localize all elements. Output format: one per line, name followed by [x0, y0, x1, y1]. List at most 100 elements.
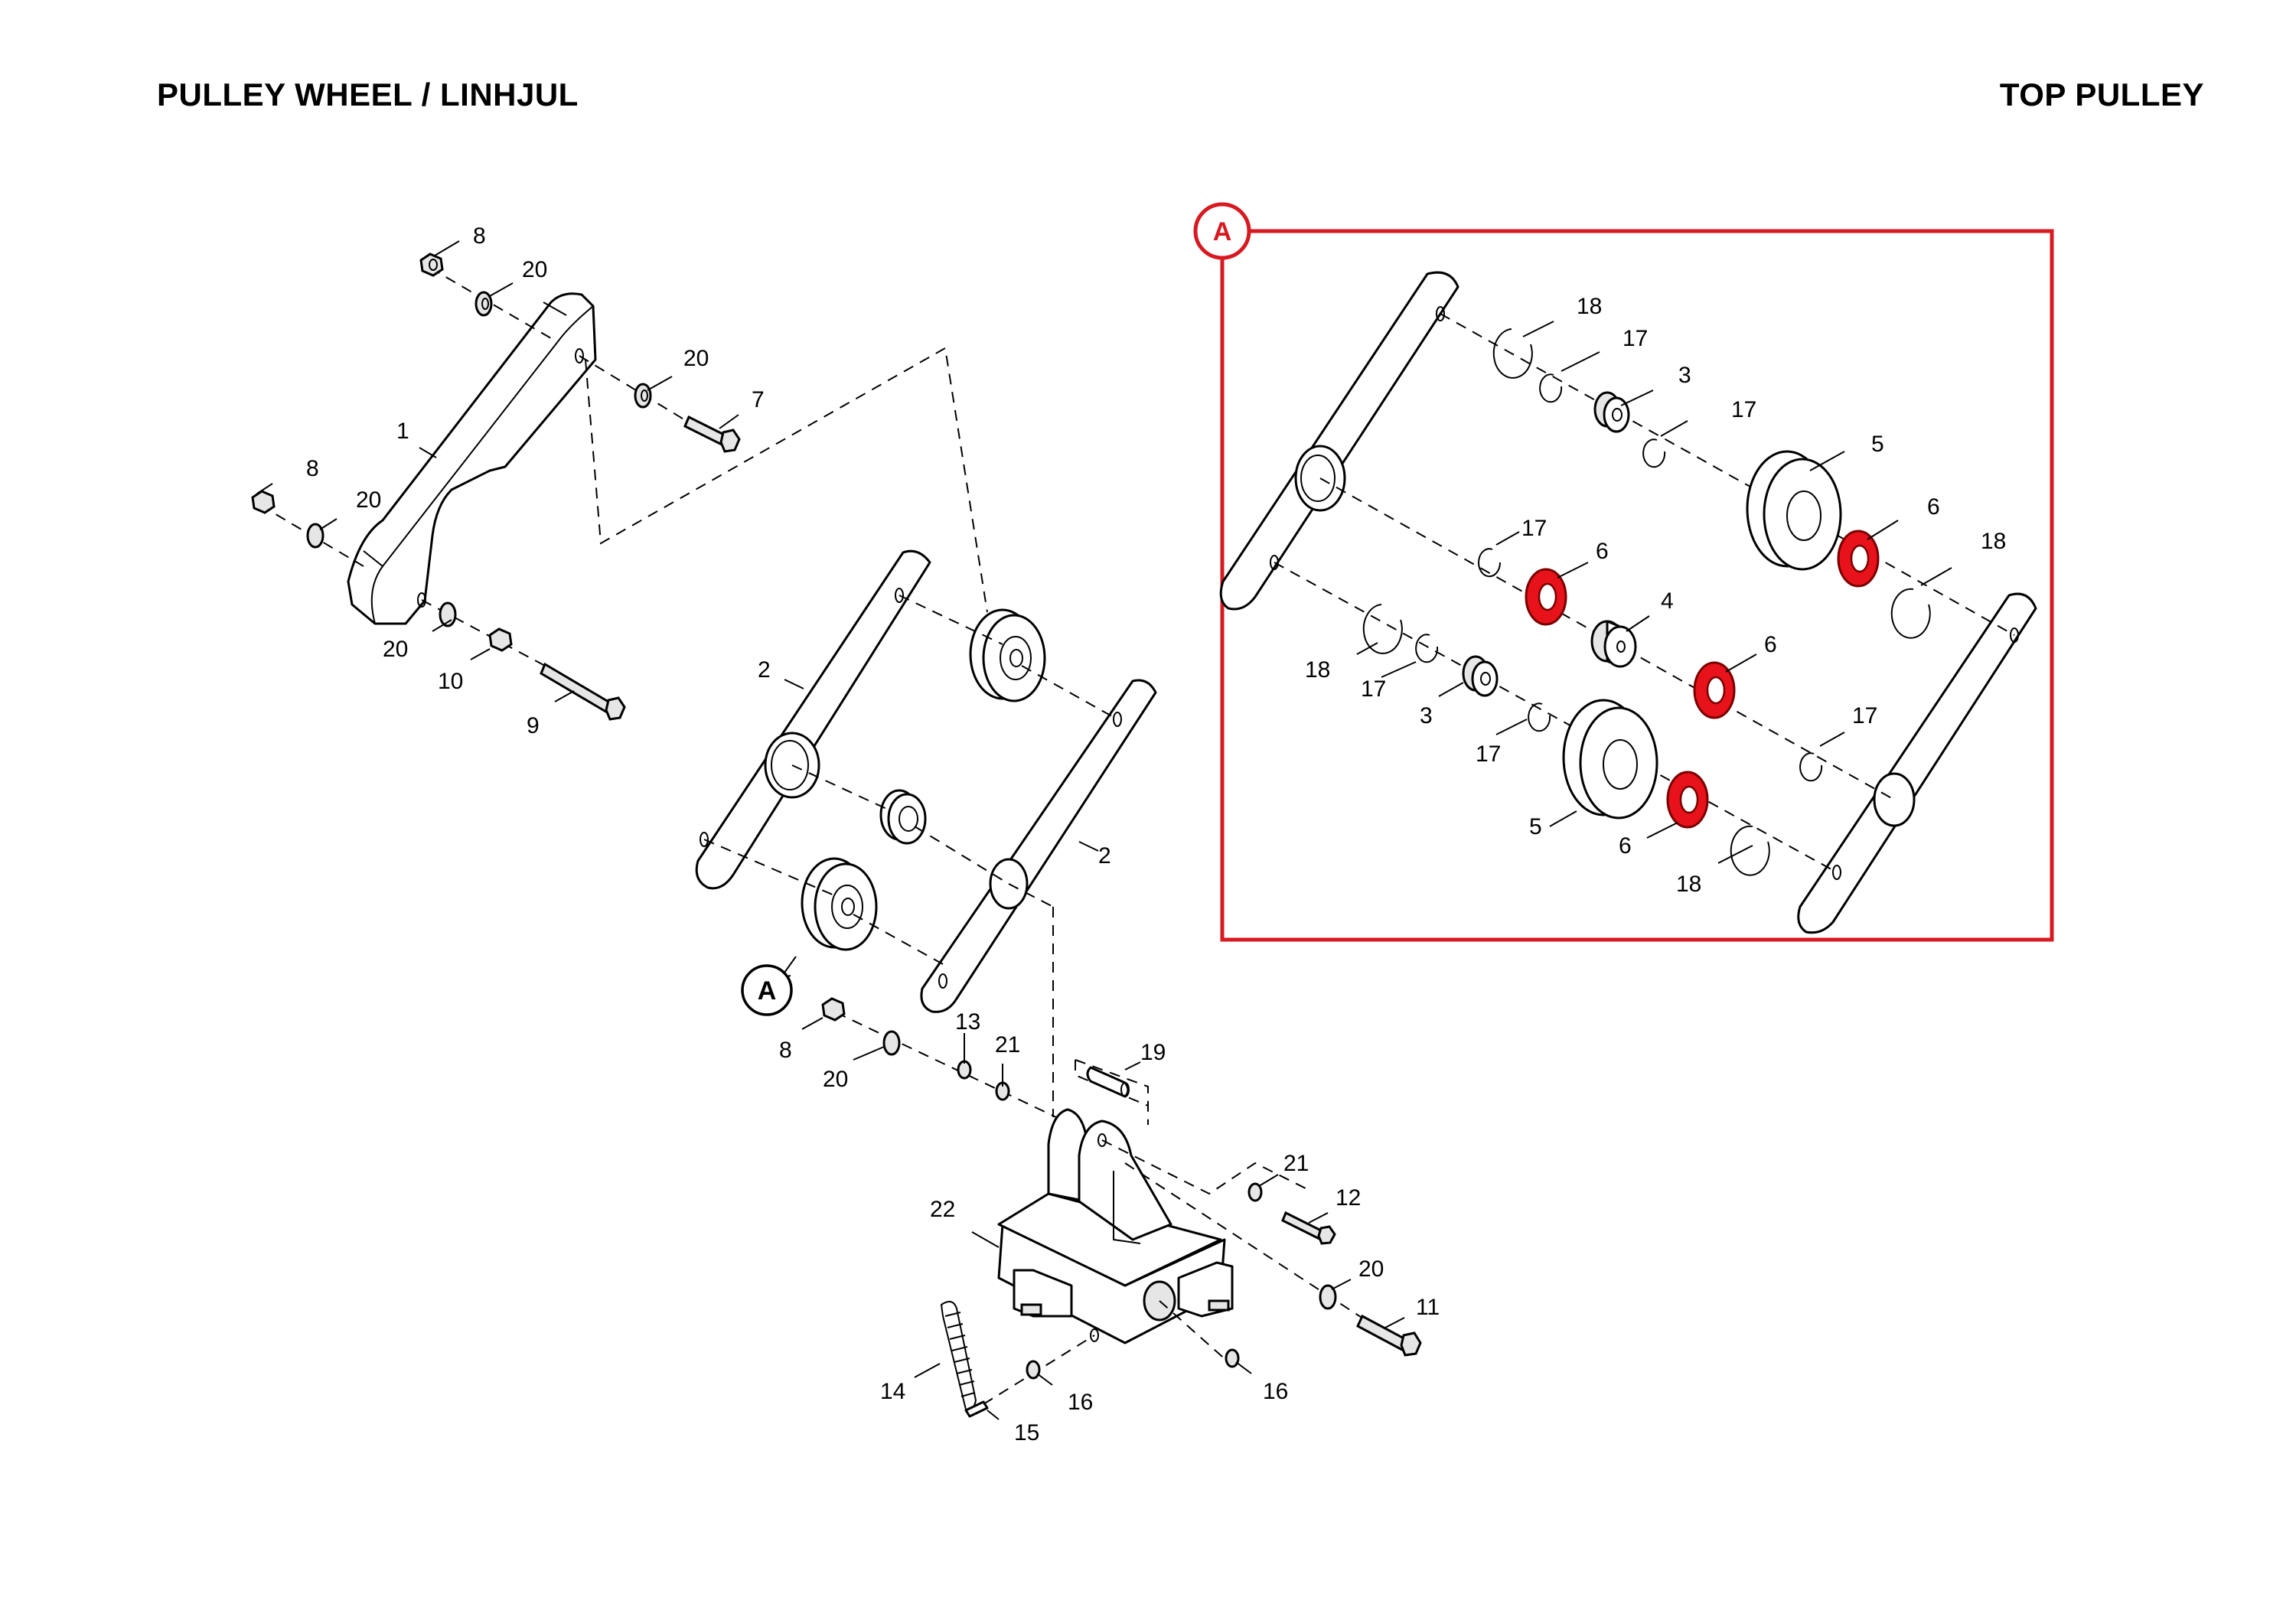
callout-2: 2 — [1098, 843, 1111, 869]
callout-20: 20 — [383, 637, 408, 662]
callout-5: 5 — [1871, 432, 1884, 457]
retaining-ring-18-b — [1890, 588, 1931, 639]
part-1-cover-plate — [347, 292, 597, 625]
detail-reference-marker[interactable]: A — [741, 956, 797, 1016]
detail-marker-letter: A — [1213, 217, 1232, 246]
part-2-arm-left — [695, 549, 931, 890]
callout-20: 20 — [823, 1067, 848, 1092]
callout-7: 7 — [752, 387, 765, 412]
retaining-ring-18-a — [1492, 328, 1533, 379]
reference-marker-letter: A — [758, 976, 777, 1005]
callout-22: 22 — [930, 1197, 955, 1222]
callout-18: 18 — [1577, 294, 1602, 319]
callout-18: 18 — [1305, 657, 1330, 683]
spacer-bearing-middle — [879, 789, 927, 845]
callout-18: 18 — [1676, 872, 1701, 897]
callout-17: 17 — [1361, 676, 1386, 702]
callout-16: 16 — [1263, 1379, 1288, 1404]
bearing-6-a-highlighted — [1837, 530, 1880, 588]
callout-8: 8 — [306, 456, 319, 481]
callout-3: 3 — [1420, 703, 1433, 728]
callout-13: 13 — [955, 1009, 980, 1035]
spacer-3-a — [1593, 391, 1630, 433]
washer-20-right — [634, 383, 652, 409]
retaining-ring-18-c — [1362, 604, 1403, 654]
callout-19: 19 — [1140, 1040, 1166, 1065]
callout-17: 17 — [1623, 326, 1648, 351]
callout-8: 8 — [779, 1038, 792, 1063]
pulley-5-a — [1746, 450, 1842, 571]
detail-view-A: A — [1193, 202, 2054, 942]
circlip-17-a — [1539, 373, 1563, 403]
main-view: A — [251, 223, 1440, 1445]
callout-11: 11 — [1416, 1295, 1440, 1320]
circlip-17-b — [1642, 438, 1666, 468]
callout-6: 6 — [1619, 833, 1632, 859]
callout-21: 21 — [1283, 1151, 1309, 1176]
callout-1: 1 — [396, 419, 409, 444]
spacer-4 — [1590, 620, 1637, 668]
detail-arm-left — [1219, 271, 1459, 611]
callout-20: 20 — [522, 257, 547, 282]
part-22-base-bracket — [997, 1108, 1234, 1344]
section-title: TOP PULLEY — [1999, 77, 2204, 112]
nut-16-left — [1026, 1360, 1041, 1380]
pulley-wheel-lower-A — [801, 857, 878, 951]
page-title: PULLEY WHEEL / LINHJUL — [157, 77, 579, 112]
nut-8-top — [419, 253, 444, 277]
callout-17: 17 — [1476, 741, 1501, 767]
callout-14: 14 — [880, 1379, 905, 1404]
detail-marker-circle — [1193, 202, 1251, 260]
circlip-17-c — [1478, 548, 1502, 578]
callout-18: 18 — [1981, 529, 2006, 554]
callout-2: 2 — [758, 657, 771, 683]
bolt-11 — [1356, 1314, 1422, 1357]
circlip-17-e — [1415, 634, 1439, 663]
callout-9: 9 — [527, 713, 540, 738]
callout-6: 6 — [1596, 539, 1609, 564]
bearing-6-b-highlighted — [1525, 568, 1567, 626]
callout-6: 6 — [1927, 494, 1940, 520]
callout-4: 4 — [1661, 588, 1674, 614]
callout-16: 16 — [1068, 1390, 1093, 1415]
callout-8: 8 — [473, 223, 486, 249]
callout-10: 10 — [438, 669, 463, 694]
bolt-9 — [540, 662, 626, 721]
detail-arm-right — [1797, 592, 2037, 934]
part-2-arm-right — [920, 679, 1157, 1013]
pulley-5-b — [1562, 699, 1658, 820]
washer-21-right — [1247, 1182, 1263, 1202]
callout-labels-main: 8 20 20 7 1 8 20 20 10 9 2 2 8 20 13 21 … — [306, 223, 1440, 1445]
callout-12: 12 — [1336, 1185, 1361, 1211]
nut-16-right — [1225, 1348, 1240, 1368]
bolt-7 — [683, 415, 741, 453]
callout-21: 21 — [995, 1032, 1020, 1058]
circlip-17-f — [1528, 702, 1551, 732]
pulley-wheel-upper — [969, 608, 1046, 702]
spring-14 — [940, 1301, 977, 1411]
callout-17: 17 — [1521, 516, 1547, 541]
bearing-6-d-highlighted — [1666, 771, 1709, 829]
nut-13 — [957, 1060, 972, 1080]
retaining-ring-18-d — [1730, 825, 1770, 876]
nut-8-lower — [821, 997, 846, 1022]
nut-8-left — [251, 490, 276, 514]
pin-15 — [964, 1400, 989, 1418]
callout-20: 20 — [683, 346, 709, 371]
pin-19 — [1086, 1066, 1130, 1098]
leader-lines-detail — [1356, 321, 1952, 864]
callout-20: 20 — [1358, 1256, 1384, 1282]
callout-15: 15 — [1014, 1420, 1039, 1445]
callout-labels-detail: 18 17 3 17 5 6 18 17 6 4 6 17 18 17 3 17… — [1305, 294, 2006, 897]
callout-20: 20 — [356, 487, 381, 513]
washer-20-left — [306, 523, 325, 549]
washer-20-right-lower — [1319, 1284, 1337, 1310]
washer-20-bottom — [882, 1030, 901, 1056]
washer-20-top — [475, 291, 493, 317]
assembly-guide-line — [585, 347, 988, 613]
callout-3: 3 — [1678, 363, 1691, 388]
callout-17: 17 — [1852, 703, 1877, 728]
nut-10 — [488, 627, 513, 652]
spacer-3-b — [1462, 655, 1499, 697]
